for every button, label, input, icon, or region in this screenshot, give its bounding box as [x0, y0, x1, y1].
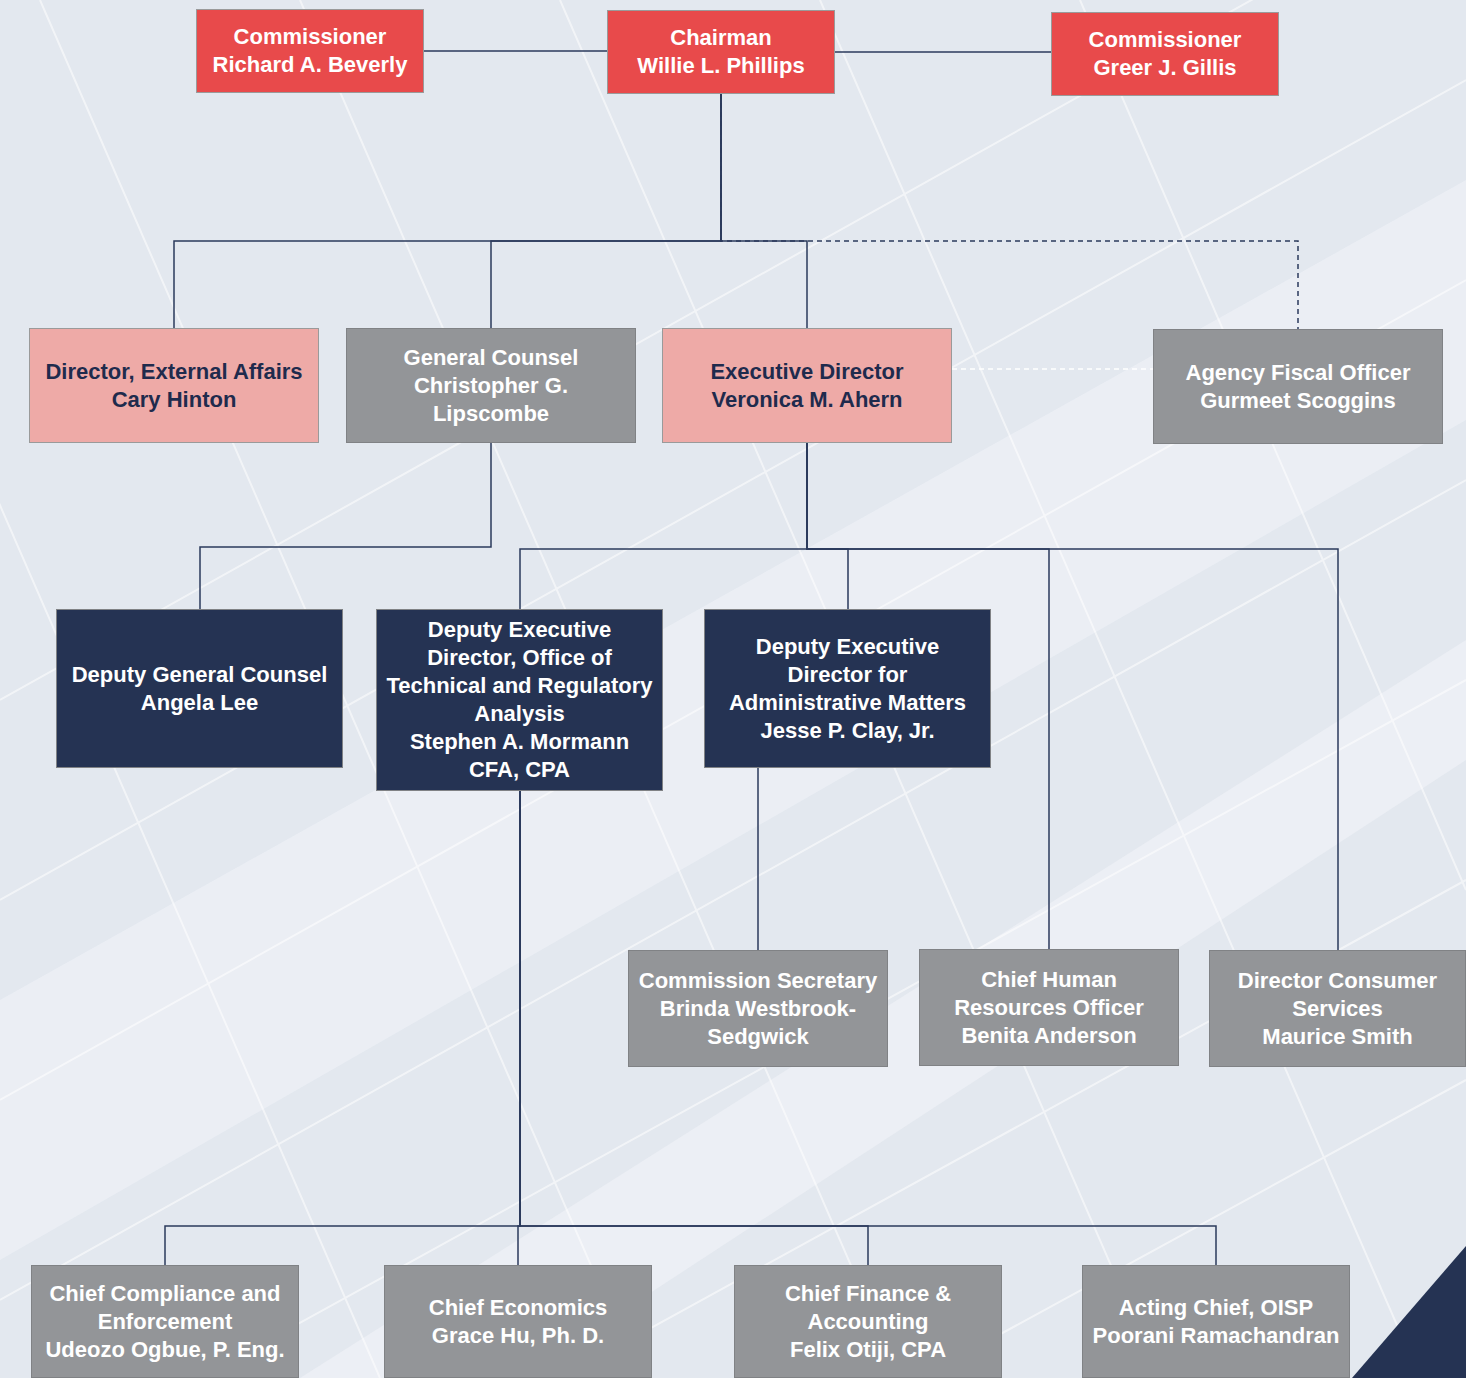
- org-box: Chief Finance & AccountingFelix Otiji, C…: [734, 1265, 1002, 1378]
- person-name: Felix Otiji, CPA: [743, 1336, 993, 1364]
- org-box: Chief Human Resources OfficerBenita Ande…: [919, 949, 1179, 1066]
- position-title: Deputy Executive Director for Administra…: [713, 633, 982, 717]
- person-name: Richard A. Beverly: [205, 51, 415, 79]
- person-name: Gurmeet Scoggins: [1162, 387, 1434, 415]
- person-name: Christopher G. Lipscombe: [355, 372, 627, 428]
- org-box: CommissionerGreer J. Gillis: [1051, 12, 1279, 96]
- position-title: Acting Chief, OISP: [1091, 1294, 1341, 1322]
- box-content: Deputy Executive Director for Administra…: [705, 633, 990, 745]
- box-content: Chief EconomicsGrace Hu, Ph. D.: [385, 1294, 651, 1350]
- org-box: Commission SecretaryBrinda Westbrook-Sed…: [628, 950, 888, 1067]
- org-box: General CounselChristopher G. Lipscombe: [346, 328, 636, 443]
- position-title: Chief Compliance and Enforcement: [40, 1280, 290, 1336]
- org-box: Director Consumer ServicesMaurice Smith: [1209, 950, 1466, 1067]
- position-title: Director Consumer Services: [1218, 967, 1457, 1023]
- org-box: Agency Fiscal OfficerGurmeet Scoggins: [1153, 329, 1443, 444]
- reporting-line: [424, 50, 607, 52]
- position-title: Commissioner: [205, 23, 415, 51]
- reporting-line: [952, 368, 1153, 370]
- org-box: Chief Compliance and EnforcementUdeozo O…: [31, 1265, 299, 1378]
- org-box: Deputy Executive Director for Administra…: [704, 609, 991, 768]
- position-title: Director, External Affairs: [38, 358, 310, 386]
- person-name: Cary Hinton: [38, 386, 310, 414]
- box-content: Chief Compliance and EnforcementUdeozo O…: [32, 1280, 298, 1364]
- box-content: Commission SecretaryBrinda Westbrook-Sed…: [629, 967, 887, 1051]
- box-content: Executive DirectorVeronica M. Ahern: [663, 358, 951, 414]
- panel-line: [0, 480, 1466, 1300]
- org-box: Deputy Executive Director, Office of Tec…: [376, 609, 663, 791]
- box-content: Agency Fiscal OfficerGurmeet Scoggins: [1154, 359, 1442, 415]
- reporting-line: [757, 768, 759, 950]
- position-title: Deputy General Counsel: [65, 661, 334, 689]
- box-content: CommissionerRichard A. Beverly: [197, 23, 423, 79]
- panel-line: [1080, 0, 1466, 890]
- org-box: Executive DirectorVeronica M. Ahern: [662, 328, 952, 443]
- reporting-line: [835, 51, 1051, 53]
- person-name: Maurice Smith: [1218, 1023, 1457, 1051]
- box-content: ChairmanWillie L. Phillips: [608, 24, 834, 80]
- org-box: Director, External AffairsCary Hinton: [29, 328, 319, 443]
- box-content: Chief Finance & AccountingFelix Otiji, C…: [735, 1280, 1001, 1364]
- panel-line: [0, 80, 1466, 900]
- panel-line: [0, 0, 1466, 700]
- box-content: Acting Chief, OISPPoorani Ramachandran: [1083, 1294, 1349, 1350]
- position-title: General Counsel: [355, 344, 627, 372]
- person-name: Udeozo Ogbue, P. Eng.: [40, 1336, 290, 1364]
- box-content: CommissionerGreer J. Gillis: [1052, 26, 1278, 82]
- panel-line: [0, 280, 1466, 1100]
- org-box: ChairmanWillie L. Phillips: [607, 10, 835, 94]
- position-title: Chief Finance & Accounting: [743, 1280, 993, 1336]
- person-name: Greer J. Gillis: [1060, 54, 1270, 82]
- reporting-line: [520, 791, 1216, 1265]
- reporting-line: [520, 443, 807, 609]
- reporting-line: [807, 443, 848, 609]
- person-name: Brinda Westbrook-Sedgwick: [637, 995, 879, 1051]
- person-name: Veronica M. Ahern: [671, 386, 943, 414]
- panel-highlight: [0, 180, 1466, 1260]
- reporting-line: [491, 94, 721, 328]
- person-name: Poorani Ramachandran: [1091, 1322, 1341, 1350]
- box-content: Deputy Executive Director, Office of Tec…: [377, 616, 662, 784]
- position-title: Chief Economics: [393, 1294, 643, 1322]
- corner-triangle: [1352, 1246, 1466, 1378]
- box-content: Director Consumer ServicesMaurice Smith: [1210, 967, 1465, 1051]
- box-content: Director, External AffairsCary Hinton: [30, 358, 318, 414]
- position-title: Executive Director: [671, 358, 943, 386]
- box-content: General CounselChristopher G. Lipscombe: [347, 344, 635, 428]
- person-name: Jesse P. Clay, Jr.: [713, 717, 982, 745]
- reporting-line: [721, 94, 1298, 329]
- reporting-line: [200, 443, 491, 609]
- box-content: Chief Human Resources OfficerBenita Ande…: [920, 966, 1178, 1050]
- position-title: Chairman: [616, 24, 826, 52]
- reporting-line: [721, 94, 807, 328]
- person-name: Benita Anderson: [928, 1022, 1170, 1050]
- org-box: CommissionerRichard A. Beverly: [196, 9, 424, 93]
- reporting-line: [165, 791, 520, 1265]
- person-name: Grace Hu, Ph. D.: [393, 1322, 643, 1350]
- org-box: Deputy General CounselAngela Lee: [56, 609, 343, 768]
- person-name: Stephen A. Mormann CFA, CPA: [385, 728, 654, 784]
- position-title: Commissioner: [1060, 26, 1270, 54]
- box-content: Deputy General CounselAngela Lee: [57, 661, 342, 717]
- position-title: Chief Human Resources Officer: [928, 966, 1170, 1022]
- position-title: Deputy Executive Director, Office of Tec…: [385, 616, 654, 728]
- position-title: Commission Secretary: [637, 967, 879, 995]
- person-name: Willie L. Phillips: [616, 52, 826, 80]
- person-name: Angela Lee: [65, 689, 334, 717]
- org-box: Acting Chief, OISPPoorani Ramachandran: [1082, 1265, 1350, 1378]
- panel-line: [0, 0, 380, 1378]
- org-box: Chief EconomicsGrace Hu, Ph. D.: [384, 1265, 652, 1378]
- reporting-line: [174, 94, 721, 328]
- position-title: Agency Fiscal Officer: [1162, 359, 1434, 387]
- panel-line: [560, 880, 1466, 1378]
